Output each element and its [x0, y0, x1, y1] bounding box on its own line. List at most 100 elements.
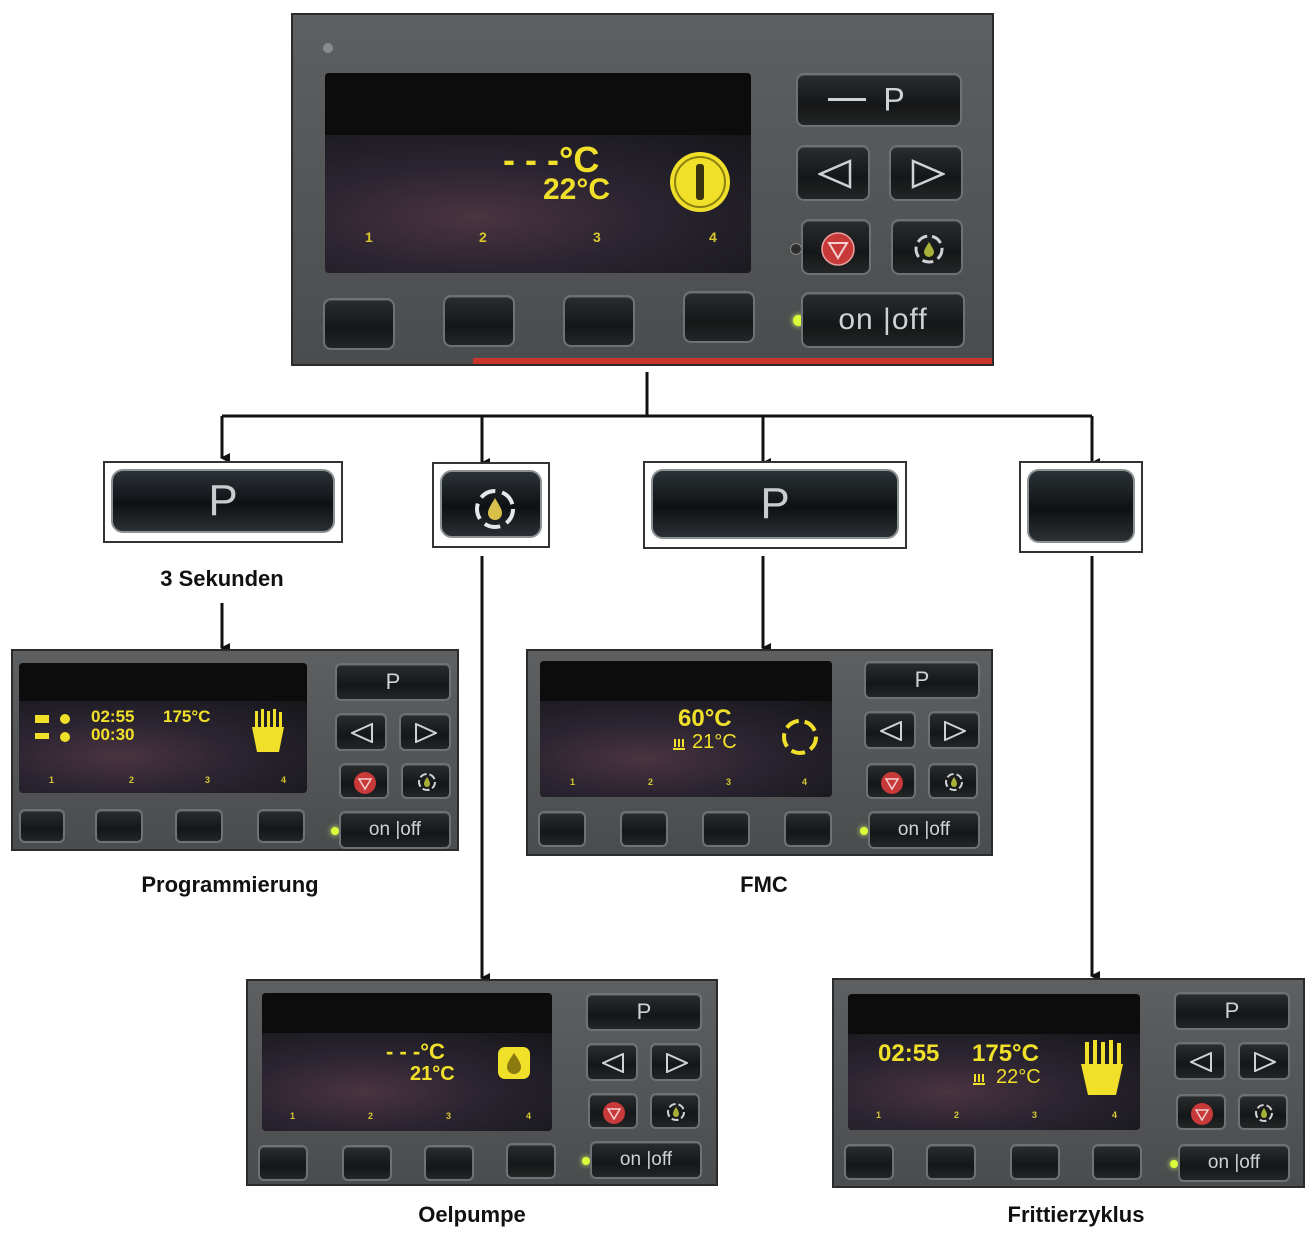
- oil-drop-icon: [498, 1047, 530, 1079]
- program-slot-key-1[interactable]: [19, 809, 65, 843]
- slot-label-2: 2: [368, 1111, 374, 1121]
- fry-cycle-button[interactable]: [1027, 469, 1135, 543]
- program-slot-key-1[interactable]: [323, 298, 395, 350]
- right-arrow-key[interactable]: [889, 145, 963, 201]
- left-arrow-icon: [602, 1053, 624, 1073]
- down-triangle-icon: [881, 772, 903, 794]
- left-arrow-icon: [818, 159, 852, 189]
- fry-time: 02:55: [878, 1040, 940, 1067]
- slot-label-4: 4: [709, 229, 717, 245]
- left-arrow-key[interactable]: [335, 713, 387, 751]
- oil-pump-button[interactable]: [440, 470, 542, 538]
- program-slot-key-3[interactable]: [175, 809, 223, 843]
- power-icon: [670, 152, 730, 212]
- program-key[interactable]: P: [335, 663, 451, 701]
- program-slot-key-4[interactable]: [506, 1143, 556, 1179]
- program-key[interactable]: P: [864, 661, 980, 699]
- oil-drop-icon: [1255, 1104, 1273, 1122]
- fmc-display: 60°C 21°C 1 2 3 4: [540, 661, 832, 797]
- on-off-key[interactable]: on |off: [590, 1141, 702, 1179]
- right-arrow-key[interactable]: [928, 711, 980, 749]
- program-slot-key-2[interactable]: [443, 295, 515, 347]
- right-arrow-icon: [415, 723, 437, 743]
- on-off-key[interactable]: on |off: [1178, 1144, 1290, 1182]
- slot-label-1: 1: [290, 1111, 296, 1121]
- program-slot-key-4[interactable]: [257, 809, 305, 843]
- left-arrow-icon: [1190, 1052, 1212, 1072]
- programming-display: 02:55 175°C 00:30 1 2 3 4: [19, 663, 307, 793]
- program-slot-key-1[interactable]: [258, 1145, 308, 1181]
- program-slot-key-4[interactable]: [683, 291, 755, 343]
- fmc-panel: 60°C 21°C 1 2 3 4 P on |off: [526, 649, 993, 856]
- oil-pump-key[interactable]: [650, 1093, 700, 1129]
- program-slot-key-4[interactable]: [784, 811, 832, 847]
- fmc-setpoint: 60°C: [678, 705, 732, 732]
- slot-label-3: 3: [446, 1111, 452, 1121]
- left-arrow-key[interactable]: [864, 711, 916, 749]
- program-slot-key-4[interactable]: [1092, 1144, 1142, 1180]
- program-slot-key-1[interactable]: [538, 811, 586, 847]
- oil-pump-key[interactable]: [401, 763, 451, 799]
- program-slot-key-3[interactable]: [702, 811, 750, 847]
- bottom-red-strip: [473, 358, 992, 364]
- slot-label-1: 1: [570, 777, 576, 787]
- program-key[interactable]: P: [1174, 992, 1290, 1030]
- left-arrow-icon: [880, 721, 902, 741]
- left-arrow-icon: [351, 723, 373, 743]
- program-key[interactable]: P: [586, 993, 702, 1031]
- fmc-button[interactable]: P: [651, 469, 899, 539]
- oil-actual-temp: 21°C: [410, 1063, 455, 1085]
- slot-label-2: 2: [129, 775, 135, 785]
- down-key[interactable]: [588, 1093, 638, 1129]
- down-key[interactable]: [801, 219, 871, 275]
- program-key[interactable]: P: [796, 73, 962, 127]
- right-arrow-key[interactable]: [650, 1043, 702, 1081]
- on-off-key[interactable]: on |off: [868, 811, 980, 849]
- program-button[interactable]: P: [111, 469, 335, 533]
- down-triangle-icon: [354, 772, 376, 794]
- display-setpoint: - - -°C: [503, 139, 600, 180]
- down-triangle-icon: [821, 232, 855, 266]
- heating-icon: [973, 1074, 985, 1085]
- slot-label-3: 3: [1032, 1110, 1038, 1120]
- prog-temp-1: 175°C: [163, 707, 211, 726]
- program-slot-key-2[interactable]: [926, 1144, 976, 1180]
- program-slot-key-3[interactable]: [563, 295, 635, 347]
- oil-drop-icon: [914, 234, 944, 264]
- program-slot-key-2[interactable]: [620, 811, 668, 847]
- right-arrow-key[interactable]: [1238, 1042, 1290, 1080]
- down-key[interactable]: [1176, 1094, 1226, 1130]
- left-arrow-key[interactable]: [1174, 1042, 1226, 1080]
- program-slot-key-2[interactable]: [95, 809, 143, 843]
- fry-cycle-button-tile: [1019, 461, 1143, 553]
- oil-pump-key[interactable]: [1238, 1094, 1288, 1130]
- program-slot-key-1[interactable]: [844, 1144, 894, 1180]
- program-slot-key-3[interactable]: [424, 1145, 474, 1181]
- oil-pump-key[interactable]: [928, 763, 978, 799]
- slot-label-1: 1: [49, 775, 55, 785]
- down-key[interactable]: [339, 763, 389, 799]
- slot-label-4: 4: [281, 775, 287, 785]
- main-display: - - -°C 22°C 1 2 3 4: [325, 73, 751, 273]
- left-arrow-key[interactable]: [586, 1043, 638, 1081]
- right-arrow-key[interactable]: [399, 713, 451, 751]
- oil-pump-panel: - - -°C 21°C 1 2 3 4 P on |off: [246, 979, 718, 1186]
- on-off-key[interactable]: on |off: [339, 811, 451, 849]
- program-slot-key-3[interactable]: [1010, 1144, 1060, 1180]
- fry-cycle-label: Frittierzyklus: [1007, 1202, 1145, 1227]
- program-slot-key-2[interactable]: [342, 1145, 392, 1181]
- oil-pump-key[interactable]: [891, 219, 963, 275]
- programming-label: Programmierung: [141, 872, 319, 897]
- programming-panel: 02:55 175°C 00:30 1 2 3 4 P on |off: [11, 649, 459, 851]
- fry-cycle-panel: 02:55 175°C 22°C 1 2 3 4 P on |off: [832, 978, 1305, 1188]
- on-off-key[interactable]: on |off: [801, 292, 965, 348]
- on-off-led: [582, 1157, 590, 1165]
- left-arrow-key[interactable]: [796, 145, 870, 201]
- oil-pump-button-tile: [432, 462, 550, 548]
- right-arrow-icon: [911, 159, 945, 189]
- down-key[interactable]: [866, 763, 916, 799]
- oil-drop-icon: [945, 773, 963, 791]
- on-off-led: [331, 827, 339, 835]
- oil-drop-icon: [418, 773, 436, 791]
- fmc-actual-temp: 21°C: [692, 731, 737, 753]
